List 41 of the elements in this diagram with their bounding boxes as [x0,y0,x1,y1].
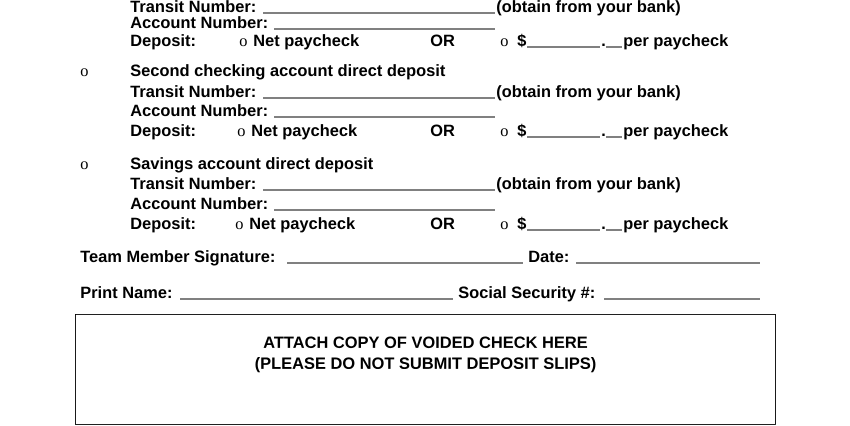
field-label: Team Member Signature: [80,250,274,266]
field-label: Deposit: [131,217,194,232]
attach-check-box: ATTACH COPY OF VOIDED CHECK HERE (PLEASE DO NOT SUBMIT DEPOSIT SLIPS) [75,314,776,425]
option-label: Net paycheck [254,34,360,50]
section-heading: Savings account direct deposit [130,157,373,172]
checkbox: o [80,161,88,170]
field-label: Deposit: [131,124,194,140]
field-label: Account Number: [130,16,266,28]
field-label: Print Name: [81,286,171,298]
checkbox: o [240,38,247,46]
option-label: per paycheck [624,124,728,140]
option-label: $ [517,216,526,230]
option-label: OR [430,124,455,136]
field-label: Deposit: [131,34,194,50]
field-label: Transit Number: [130,177,255,190]
field-label: Account Number: [130,197,266,210]
checkbox: o [238,128,245,136]
checkbox: o [500,221,508,230]
option-label: . [602,134,605,136]
checkbox: o [500,38,508,46]
option-label: per paycheck [624,217,728,232]
option-label: Net paycheck [250,217,356,232]
option-label: OR [430,34,455,46]
option-label: OR [430,218,455,230]
field-label: Date: [529,250,568,262]
field-label: Account Number: [130,104,266,116]
field-label: Transit Number: [130,85,255,98]
option-label: $ [517,34,526,48]
option-label: . [602,226,605,229]
option-label: $ [517,124,526,138]
section-heading: Second checking account direct deposit [130,64,446,80]
field-note: (obtain from your bank) [497,177,680,192]
checkbox: o [236,221,243,230]
option-label: . [602,44,605,46]
field-note: (obtain from your bank) [497,85,680,100]
checkbox: o [500,128,508,136]
option-label: Net paycheck [252,124,358,140]
option-label: per paycheck [624,34,728,50]
field-note: (obtain from your bank) [497,0,680,16]
field-label: Transit Number: [130,0,255,12]
checkbox: o [80,68,88,76]
